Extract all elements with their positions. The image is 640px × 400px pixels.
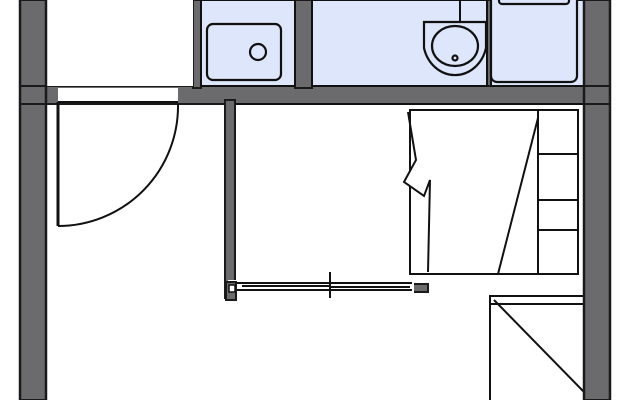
basin-drain (451, 54, 459, 62)
basin-inner (430, 24, 480, 68)
door-frame-top (58, 88, 178, 102)
sliding-door-icon (225, 272, 414, 301)
basin-icon (422, 0, 488, 77)
outer-wall-left (19, 0, 47, 400)
bathtub-outline (489, 0, 579, 84)
kitchen-sink-drain (248, 42, 268, 62)
outline-right (582, 0, 612, 400)
stair-break-line (402, 111, 431, 273)
closet-icon (489, 295, 585, 400)
stairs-icon (402, 109, 579, 275)
bathtub-icon (489, 0, 579, 84)
wall-outlines (18, 0, 612, 400)
door-swing-icon (56, 88, 180, 227)
stair-outline (409, 109, 579, 275)
sink-icon (205, 22, 283, 82)
bathtub-inner (497, 0, 571, 6)
wall-storage-left (224, 99, 236, 299)
stair-diagonal (497, 117, 539, 275)
sliding-door-jamb-inner (228, 284, 236, 293)
wall-kitchen-washroom (294, 0, 313, 89)
entry-closet (46, 0, 193, 86)
outer-wall-right (583, 0, 611, 400)
closet-diagonal (493, 299, 585, 393)
kitchen-sink-basin (205, 22, 283, 82)
door-arc (57, 103, 180, 227)
wall-closet-kitchen (192, 0, 202, 89)
outline-left (18, 0, 48, 400)
